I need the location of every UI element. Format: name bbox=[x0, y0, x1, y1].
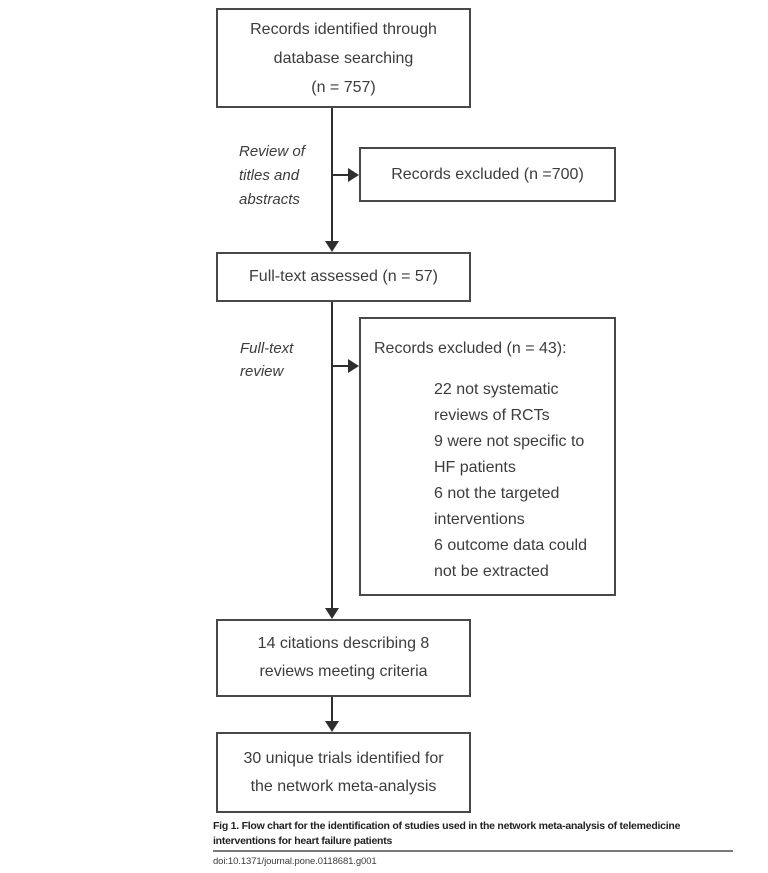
label-review-of-titles: Review of titles and abstracts bbox=[239, 140, 305, 212]
label-fulltext-review: Full-text review bbox=[240, 337, 293, 383]
exclusion-title: Records excluded (n = 43): bbox=[374, 340, 567, 357]
box-records-excluded-titles: Records excluded (n =700) bbox=[359, 147, 616, 202]
box-text-line: the network meta-analysis bbox=[250, 777, 437, 795]
connector-line-horizontal-2 bbox=[332, 365, 349, 367]
label-line: titles and bbox=[239, 167, 300, 184]
exclusion-reason-line: 6 outcome data could bbox=[434, 537, 587, 554]
box-text-line: (n = 757) bbox=[311, 78, 376, 96]
label-line: Review of bbox=[239, 143, 305, 160]
box-text-line: Records excluded (n =700) bbox=[391, 165, 584, 183]
exclusion-reason-line: 6 not the targeted bbox=[434, 485, 560, 502]
exclusion-reasons-list: 22 not systematic reviews of RCTs 9 were… bbox=[434, 377, 606, 585]
caption-line: Fig 1. Flow chart for the identification… bbox=[213, 820, 681, 832]
box-text-line: Records identified through bbox=[250, 20, 437, 38]
doi-text: doi:10.1371/journal.pone.0118681.g001 bbox=[213, 856, 377, 867]
connector-line-horizontal-1 bbox=[332, 174, 349, 176]
label-line: abstracts bbox=[239, 191, 300, 208]
box-text-line: reviews meeting criteria bbox=[259, 663, 428, 680]
box-text-line: Full-text assessed (n = 57) bbox=[249, 268, 438, 285]
connector-line-vertical-3 bbox=[331, 697, 333, 721]
box-text-line: database searching bbox=[273, 49, 414, 67]
arrow-down-icon bbox=[325, 721, 339, 732]
connector-line-vertical-2 bbox=[331, 302, 333, 608]
box-records-excluded-fulltext: Records excluded (n = 43): 22 not system… bbox=[359, 317, 616, 596]
arrow-right-icon bbox=[348, 359, 359, 373]
exclusion-reason-line: 22 not systematic bbox=[434, 381, 559, 398]
exclusion-reason-line: not be extracted bbox=[434, 563, 549, 580]
arrow-down-icon bbox=[325, 241, 339, 252]
exclusion-reason-line: HF patients bbox=[434, 459, 516, 476]
figure-caption: Fig 1. Flow chart for the identification… bbox=[213, 819, 737, 849]
arrow-down-icon bbox=[325, 608, 339, 619]
box-records-identified: Records identified through database sear… bbox=[216, 8, 471, 108]
box-text-line: 30 unique trials identified for bbox=[243, 749, 444, 767]
exclusion-reason-line: interventions bbox=[434, 511, 525, 528]
exclusion-reason-line: 9 were not specific to bbox=[434, 433, 585, 450]
exclusion-reason-line: reviews of RCTs bbox=[434, 407, 550, 424]
label-line: Full-text bbox=[240, 340, 294, 357]
caption-divider bbox=[213, 850, 733, 852]
box-unique-trials: 30 unique trials identified for the netw… bbox=[216, 732, 471, 813]
box-citations-meeting-criteria: 14 citations describing 8 reviews meetin… bbox=[216, 619, 471, 697]
box-text-line: 14 citations describing 8 bbox=[257, 635, 430, 652]
box-fulltext-assessed: Full-text assessed (n = 57) bbox=[216, 252, 471, 302]
label-line: review bbox=[240, 363, 284, 380]
arrow-right-icon bbox=[348, 168, 359, 182]
caption-line: interventions for heart failure patients bbox=[213, 835, 393, 847]
